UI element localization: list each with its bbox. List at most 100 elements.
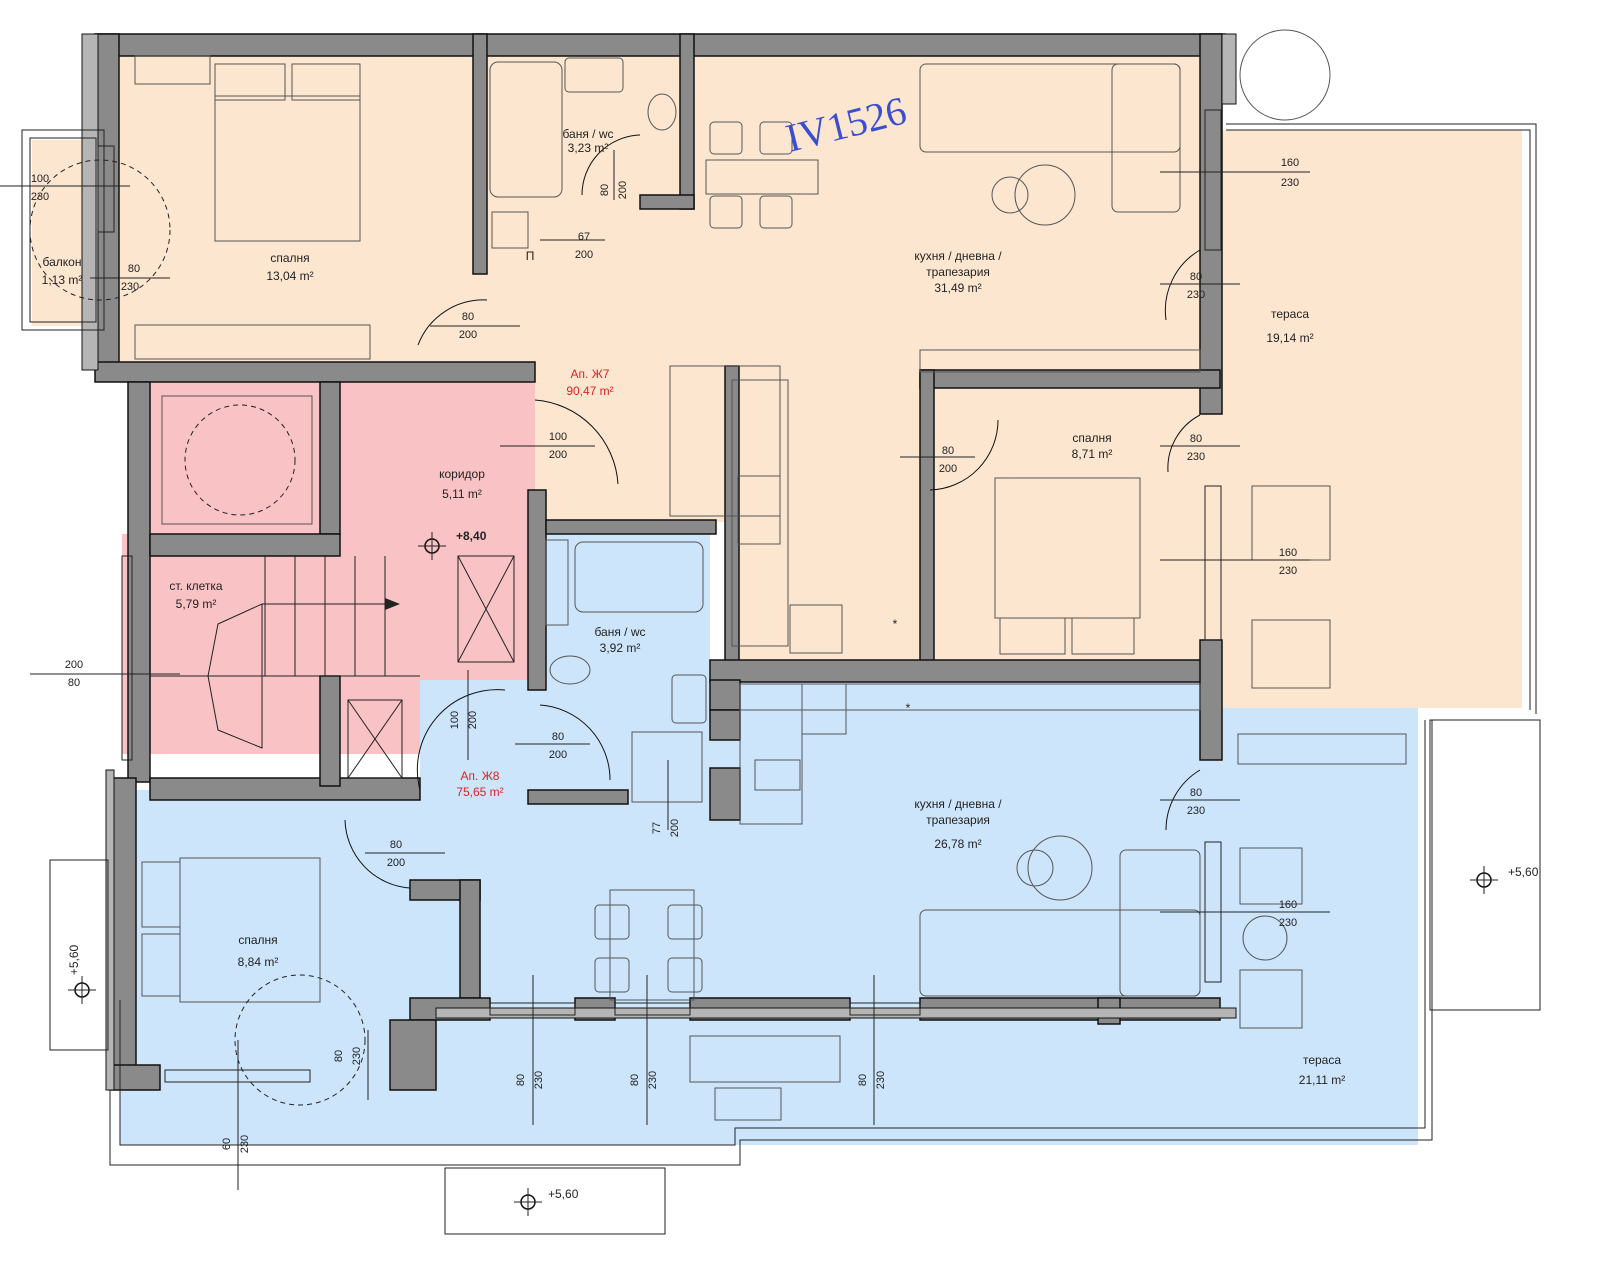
door-terrace-b xyxy=(1165,769,1201,831)
terrace-b-name: тераса xyxy=(1303,1053,1341,1067)
level-markers xyxy=(68,532,1498,1216)
coffee-table-a xyxy=(1014,164,1076,226)
toilet-a xyxy=(647,93,677,131)
bath-b-name: баня / wc xyxy=(594,625,645,639)
terrace-b-edge xyxy=(119,720,1426,1146)
balcony-area: 1,13 m² xyxy=(42,273,83,287)
dim-window-living-b-h: 230 xyxy=(1279,917,1297,929)
window-south-3 xyxy=(849,1002,921,1016)
dim-window-stairs-h: 80 xyxy=(68,677,80,689)
shower-drain-a xyxy=(491,211,529,249)
dim-door-apt8-h: 200 xyxy=(467,711,479,729)
insulation-south xyxy=(435,1007,1237,1019)
stair-arrow xyxy=(385,598,400,610)
dim-door-bath-b-w: 80 xyxy=(552,731,564,743)
planter-b xyxy=(1237,733,1407,765)
dim-door-terrace-a-h: 230 xyxy=(1187,289,1205,301)
pillow-b2 xyxy=(1071,617,1135,655)
window-stairs xyxy=(121,555,133,761)
apt-divider-wall xyxy=(709,659,1221,683)
elevator-east-wall xyxy=(319,381,341,535)
east-wall-apt8 xyxy=(1199,639,1223,761)
lower-roof-east xyxy=(1429,719,1541,1011)
terrace-b-fill xyxy=(120,1000,1418,1145)
bath-b-south-wall xyxy=(527,789,629,805)
planter-c xyxy=(689,1035,841,1083)
bedroom-b-area: 8,71 m² xyxy=(1072,447,1113,461)
bedroom-c-door-swing xyxy=(234,974,366,1106)
dimension-texts: 100 230 80 230 80 200 67 200 80 200 160 … xyxy=(31,157,1299,1153)
terrace-chair-2 xyxy=(1239,969,1303,1029)
pillow-c2 xyxy=(141,933,181,997)
wardrobe-a xyxy=(134,324,371,360)
dim-door-bedroom-a-w: 80 xyxy=(462,311,474,323)
bed-b xyxy=(994,477,1141,619)
dim-door-bedroom-c-south-h: 230 xyxy=(351,1047,363,1065)
apt7-kitchen-bedroom-zone xyxy=(732,366,1220,662)
dim-window-living-a-w: 160 xyxy=(1281,157,1299,169)
kitchen-counter-a xyxy=(731,379,789,647)
core-east-wall xyxy=(527,489,547,691)
dim-door-south-3-w: 80 xyxy=(857,1074,869,1086)
bed-a xyxy=(214,95,361,242)
window-south-2 xyxy=(614,1002,691,1016)
apt8-entry-fill xyxy=(420,680,535,790)
dim-door-south-3-h: 230 xyxy=(875,1071,887,1089)
terrace-a-edge xyxy=(1226,129,1531,710)
window-balcony xyxy=(97,145,115,233)
chair-b1 xyxy=(594,904,630,940)
dim-window-bedroom-b-h: 230 xyxy=(1279,565,1297,577)
shaft-c xyxy=(709,767,741,821)
shaft-b xyxy=(709,709,741,741)
living-a-name-line2: трапезария xyxy=(926,265,990,279)
dim-door-bedroom-a-h: 200 xyxy=(459,329,477,341)
ventilation-shaft-a xyxy=(457,555,515,663)
wardrobe-b xyxy=(919,349,1201,373)
insulation-west-lower xyxy=(105,769,115,1091)
kitchen-side-b xyxy=(739,683,803,825)
bath-b-area: 3,92 m² xyxy=(600,641,641,655)
wheelchair-turning-circle xyxy=(184,404,296,516)
dim-door-bath-a-w: 80 xyxy=(599,184,611,196)
dim-window-stairs-w: 200 xyxy=(65,659,83,671)
dim-door-shaft-w: 67 xyxy=(578,231,590,243)
window-bedroom-b xyxy=(1204,485,1222,641)
stair-inner-wall xyxy=(319,675,341,787)
bedroom-c-east-wall xyxy=(459,879,481,999)
bathtub-a xyxy=(489,61,563,198)
living-a-area: 31,49 m² xyxy=(934,281,981,295)
pillow-a2 xyxy=(291,63,361,101)
door-terrace-a xyxy=(1164,249,1201,321)
bedroom-a-area: 13,04 m² xyxy=(266,269,313,283)
door-bath-b xyxy=(539,704,611,781)
west-wall-core xyxy=(127,381,151,783)
apt8-label: Ап. Ж8 xyxy=(461,769,500,783)
shower-b xyxy=(631,731,703,803)
dim-balcony-door-h: 230 xyxy=(121,281,139,293)
dim-balcony-door-w: 80 xyxy=(128,263,140,275)
living-b-area: 26,78 m² xyxy=(934,837,981,851)
terrace-chair-1 xyxy=(1239,847,1303,905)
north-wall xyxy=(94,33,1226,57)
shelf-b xyxy=(545,539,569,626)
dim-door-shower-b-h: 200 xyxy=(669,819,681,837)
cooktop-a xyxy=(789,604,843,654)
terrace-a-area: 19,14 m² xyxy=(1266,331,1313,345)
stairs xyxy=(150,556,420,749)
table-b xyxy=(609,889,695,1001)
terrace-b-edge-outer xyxy=(109,720,1433,1166)
dim-door-bedroom-b-w: 80 xyxy=(942,445,954,457)
wall-bedroom-south xyxy=(94,361,536,383)
dim-door-bath-a-h: 200 xyxy=(617,181,629,199)
terrace-a-fill xyxy=(1220,130,1522,708)
bedroom-c-fill xyxy=(130,790,1220,1000)
level-west: +5,60 xyxy=(67,944,81,975)
apt8-area: 75,65 m² xyxy=(456,785,503,799)
dim-window-bedroom-c-w: 60 xyxy=(221,1138,233,1150)
dim-door-apt8-w: 100 xyxy=(449,711,461,729)
living-b-name-line2: трапезария xyxy=(926,813,990,827)
door-bedroom-c xyxy=(344,819,411,889)
corridor-name: коридор xyxy=(439,467,485,481)
sink-a xyxy=(564,57,624,93)
